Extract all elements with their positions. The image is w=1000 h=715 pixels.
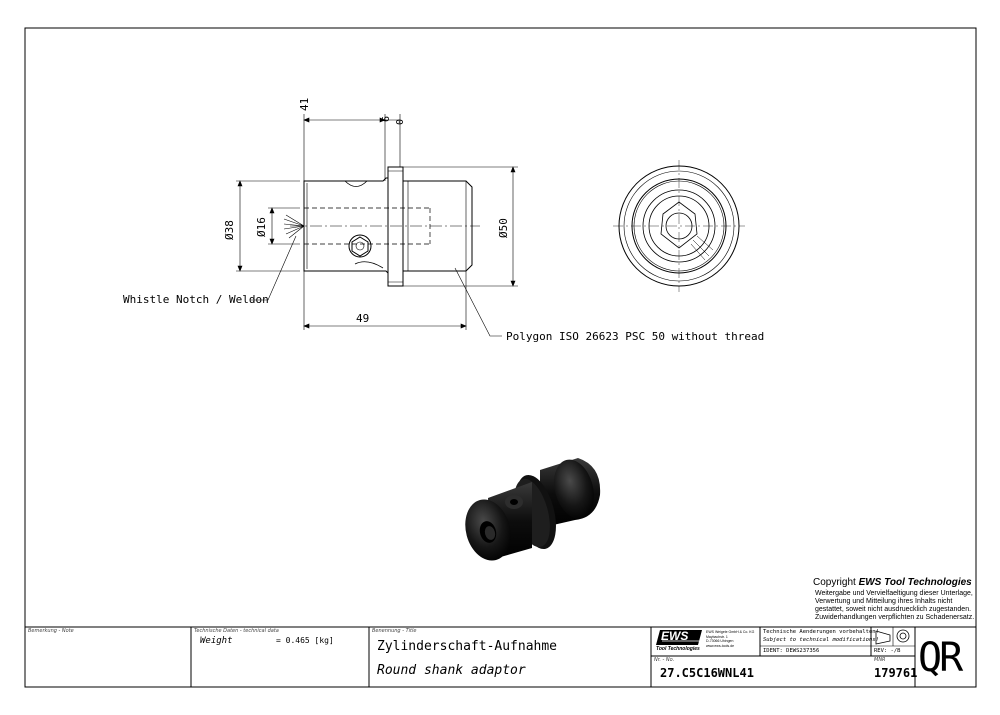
polygon-note: Polygon ISO 26623 PSC 50 without thread [506,330,765,343]
number-label: Nr. - No. [654,657,675,663]
tech-data-label: Technische Daten - technical data [194,628,279,634]
side-view [283,166,480,287]
copyright-title: Copyright EWS Tool Technologies [813,577,972,588]
weight-label: Weight [200,636,233,646]
part-number: 27.C5C16WNL41 [660,666,754,680]
dim-6: 6 [381,115,392,122]
ident-number: IDENT: DEWS237356 [763,648,820,654]
mnr-number: 179761 [874,666,918,680]
isometric-render [465,458,601,561]
projection-symbol [875,629,910,645]
copyright-line: Weitergabe und Vervielfaeltigung dieser … [815,590,973,597]
logo-text: EWS [661,629,689,643]
title-german: Zylinderschaft-Aufnahme [377,639,558,654]
title-english: Round shank adaptor [377,663,526,678]
company-address: EWS Weigele GmbH & Co. KG Maybachstr. 1 … [706,630,754,648]
copyright-line: Zuwiderhandlungen verpflichten zu Schade… [815,614,975,621]
mnr-label: MNR [874,657,886,663]
dim-49: 49 [356,312,370,325]
title-block-grid [25,626,976,687]
weight-value: = 0.465 [kg] [276,636,334,645]
title-label: Benennung - Title [372,628,417,634]
dim-dia-50: Ø50 [497,218,510,238]
change-notice-de: Technische Aenderungen vorbehalten! [763,629,879,635]
company-line: D-73066 Uhingen [706,639,734,643]
dim-41: 41 [298,97,311,111]
dimension-lines [236,114,518,337]
note-label: Bemerkung - Note [28,628,74,634]
weldon-note: Whistle Notch / Weldon [123,293,269,306]
ews-logo [656,630,702,645]
change-notice-en: Subject to technical modifications! [763,637,879,643]
company-line: EWS Weigele GmbH & Co. KG [706,630,755,634]
copyright-text: Weitergabe und Vervielfaeltigung dieser … [815,590,974,622]
logo-subtitle: Tool Technologies [656,646,700,652]
copyright-prefix: Copyright [813,577,859,588]
qr-code-label: QR [918,635,963,681]
copyright-line: Verwertung und Mitteilung ihres Inhalts … [815,598,953,605]
sheet-frame [24,27,977,688]
copyright-brand: EWS Tool Technologies [858,577,972,588]
end-view [613,160,745,292]
copyright-line: gestattet, soweit nicht ausdruecklich zu… [815,606,972,613]
revision: REV: -/B [874,648,901,654]
company-line: Maybachstr. 1 [706,634,728,639]
company-line: www.ews-tools.de [706,643,735,648]
dim-dia-16: Ø16 [255,217,268,237]
dim-dia-38: Ø38 [223,220,236,240]
dim-0: 0 [395,118,406,125]
